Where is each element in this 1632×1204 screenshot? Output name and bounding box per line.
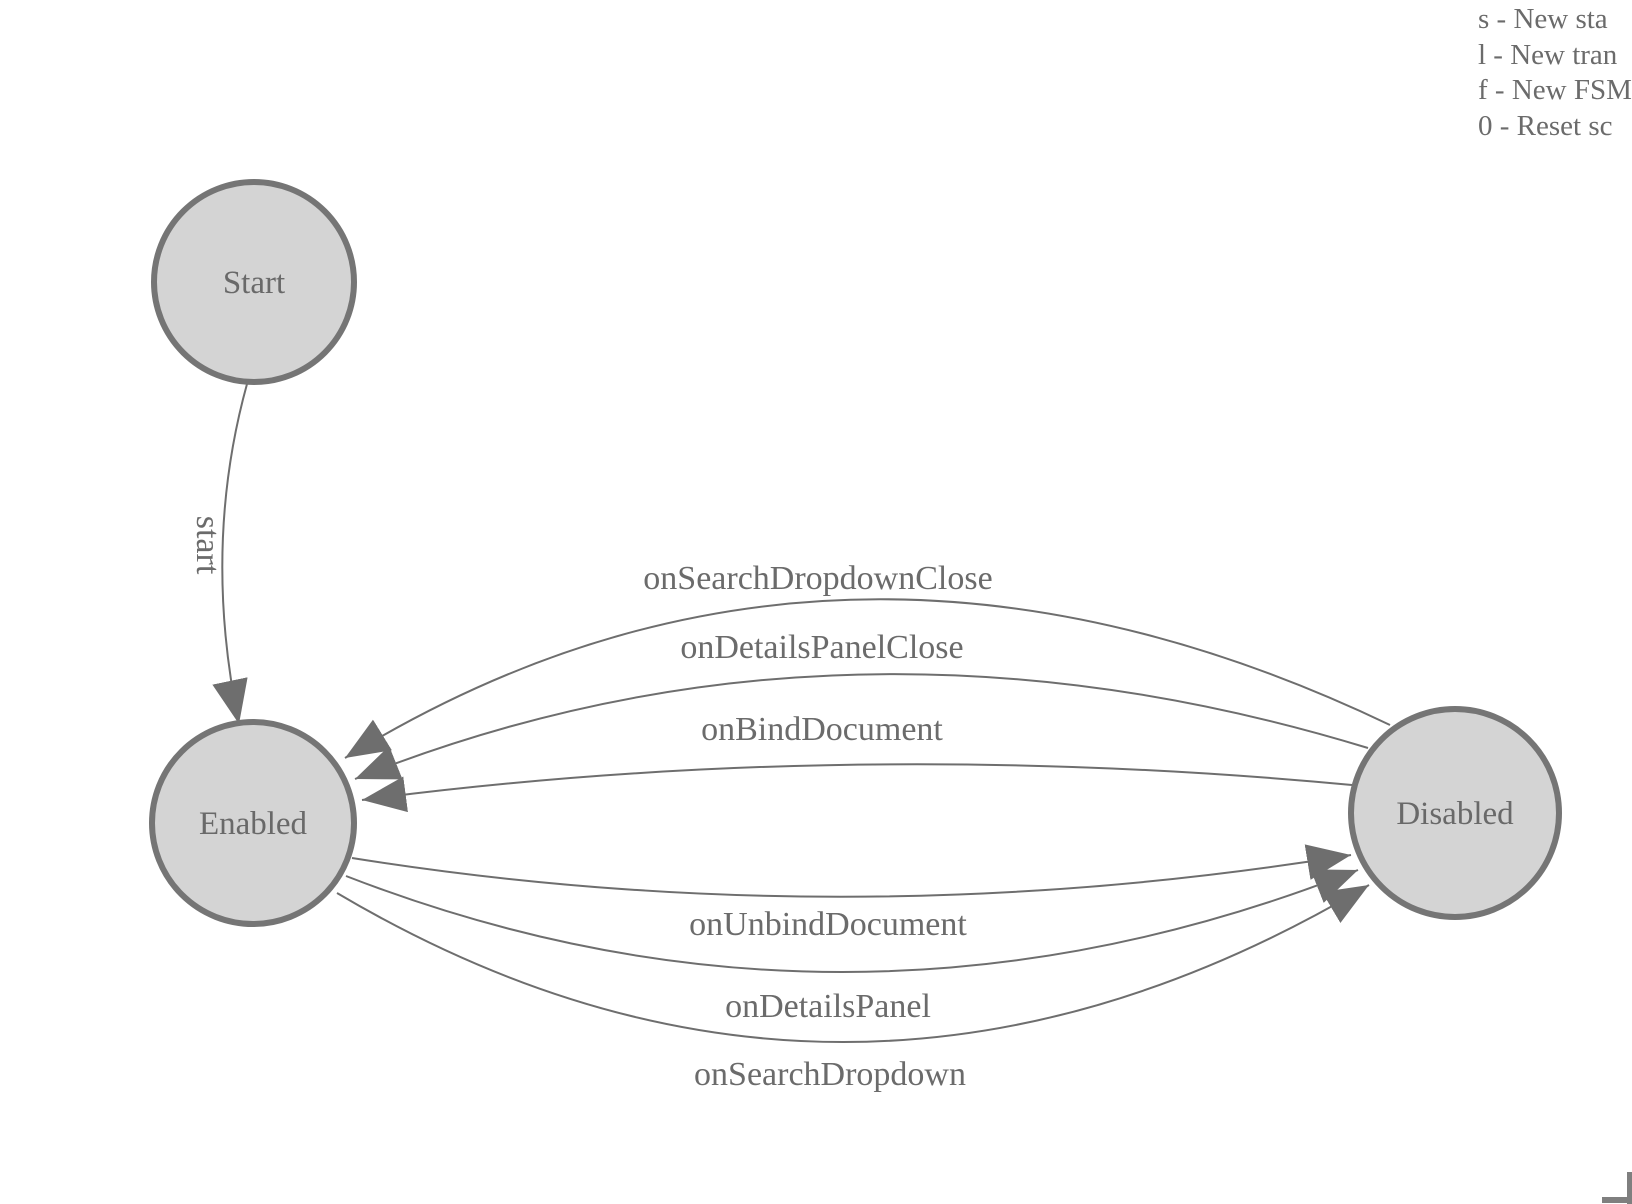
state-label-start: Start bbox=[223, 265, 285, 301]
state-label-enabled: Enabled bbox=[199, 806, 308, 842]
state-label-disabled: Disabled bbox=[1396, 796, 1514, 832]
state-circle-start[interactable] bbox=[151, 179, 357, 385]
edge-label-start: start bbox=[189, 516, 226, 575]
edge-onDetailsPanel[interactable] bbox=[345, 869, 1359, 973]
edge-label-onBindDocument: onBindDocument bbox=[701, 711, 943, 748]
edge-onBindDocument[interactable] bbox=[361, 763, 1353, 813]
edge-label-onUnbindDocument: onUnbindDocument bbox=[689, 906, 967, 943]
clipped-element-corner-vertical bbox=[1627, 1172, 1632, 1204]
shortcut-help: s - New sta l - New tran f - New FSM 0 -… bbox=[1478, 2, 1632, 144]
help-line-new-fsm: f - New FSM bbox=[1478, 74, 1632, 106]
state-node-disabled[interactable]: Disabled bbox=[1348, 706, 1562, 920]
edge-label-onDetailsPanel: onDetailsPanel bbox=[725, 988, 931, 1025]
edge-start[interactable] bbox=[212, 383, 248, 725]
state-node-enabled[interactable]: Enabled bbox=[149, 719, 357, 927]
edge-onSearchDropdownClose[interactable] bbox=[344, 598, 1391, 759]
edge-label-onSearchDropdownClose: onSearchDropdownClose bbox=[643, 560, 992, 597]
transition-edges bbox=[212, 383, 1391, 1043]
edge-label-onSearchDropdown: onSearchDropdown bbox=[694, 1056, 966, 1093]
clipped-element-corner-horizontal bbox=[1602, 1197, 1632, 1203]
state-circle-enabled[interactable] bbox=[149, 719, 357, 927]
edge-onDetailsPanelClose[interactable] bbox=[354, 673, 1369, 780]
help-line-reset-scale: 0 - Reset sc bbox=[1478, 109, 1613, 142]
state-node-start[interactable]: Start bbox=[151, 179, 357, 385]
edge-label-onDetailsPanelClose: onDetailsPanelClose bbox=[680, 629, 963, 666]
help-line-new-transition: l - New tran bbox=[1478, 38, 1618, 71]
edge-onUnbindDocument[interactable] bbox=[351, 844, 1352, 898]
state-circle-disabled[interactable] bbox=[1348, 706, 1562, 920]
help-line-new-state: s - New sta bbox=[1478, 3, 1608, 35]
transition-labels: start onSearchDropdownClose onDetailsPan… bbox=[189, 516, 993, 1093]
edge-onSearchDropdown[interactable] bbox=[336, 884, 1370, 1043]
